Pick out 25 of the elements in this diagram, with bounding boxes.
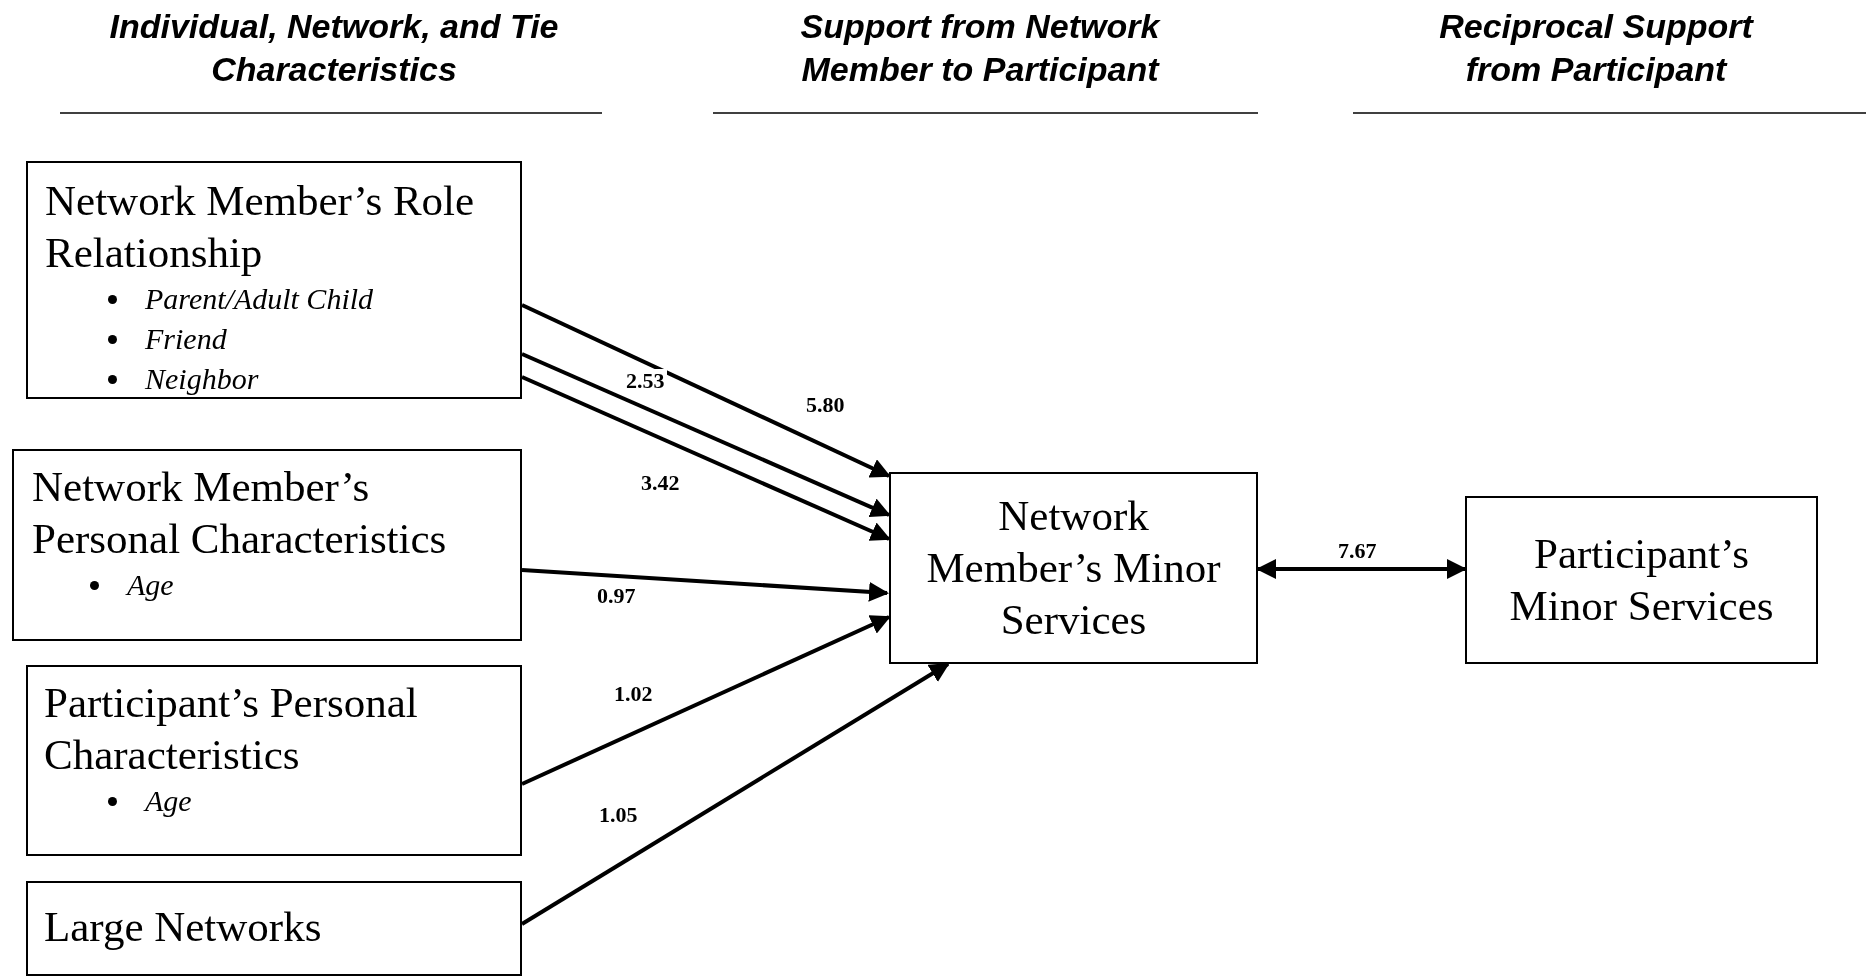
node-title: Participant’s Personal Characteristics [44, 678, 419, 780]
node-box [26, 161, 522, 399]
bullet-item: Parent/Adult Child [145, 282, 374, 315]
node-box [889, 472, 1258, 664]
column-heading: Individual, Network, and Tie Characteristics [108, 6, 560, 90]
arrow [521, 375, 891, 541]
bullet-item: Neighbor [145, 362, 259, 395]
arrow [521, 615, 891, 786]
node-title: Large Networks [44, 902, 323, 952]
bullet-item: Age [127, 568, 174, 601]
node-title: Participant’s Minor Services [1508, 529, 1775, 631]
arrow [521, 303, 891, 478]
bullet-item: Friend [145, 322, 227, 355]
bullet-item: Age [145, 784, 192, 817]
node-title: Network Member’s Minor Services [925, 491, 1222, 645]
node-box [26, 881, 522, 976]
node-title: Network Member’s Role Relationship [45, 176, 476, 278]
arrow [521, 568, 889, 602]
arrow [521, 352, 891, 517]
column-heading: Support from Network Member to Participant [799, 6, 1162, 90]
column-heading: Reciprocal Support from Participant [1438, 6, 1755, 90]
node-box [1465, 496, 1818, 664]
node-title: Network Member’s Personal Characteristics [32, 462, 448, 564]
node-box [12, 449, 522, 641]
node-box [26, 665, 522, 856]
